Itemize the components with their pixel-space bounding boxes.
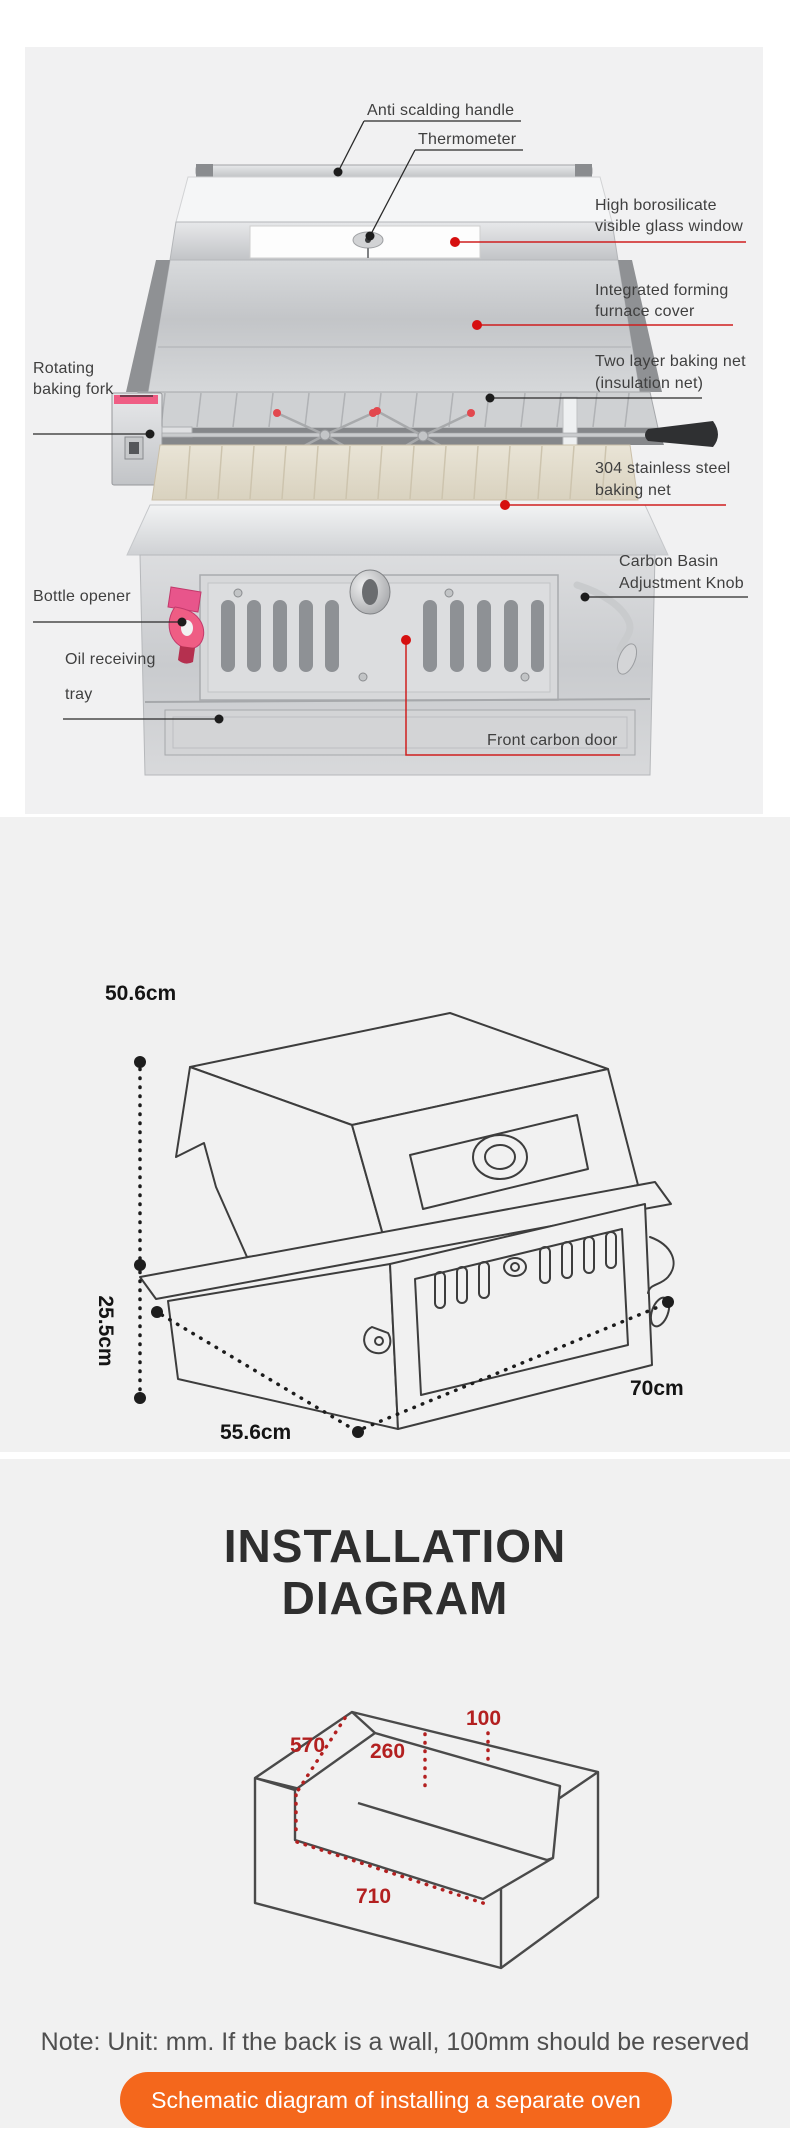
dot-anti-scalding bbox=[333, 167, 343, 177]
fork-hub-1 bbox=[319, 429, 331, 441]
installation-dimension-lines bbox=[294, 1716, 490, 1906]
dimension-lines bbox=[134, 1056, 674, 1438]
anti-scalding-handle-bar bbox=[195, 164, 593, 178]
label-304-net-2: baking net bbox=[595, 482, 671, 499]
door-knob-inner bbox=[362, 579, 378, 605]
label-front-carbon-door: Front carbon door bbox=[487, 732, 618, 749]
basin-rim bbox=[126, 504, 669, 556]
dimension-diagram-section: 50.6cm 25.5cm 55.6cm 70cm bbox=[0, 817, 790, 1452]
baking-net-slats bbox=[185, 445, 607, 500]
carbon-basin-crank bbox=[573, 581, 634, 653]
motor-socket-inner bbox=[129, 442, 139, 454]
dot-rotating-fork bbox=[145, 429, 155, 439]
two-layer-net-slats bbox=[160, 392, 630, 428]
label-glass-window-1: High borosilicate bbox=[595, 197, 717, 214]
label-carbon-basin-1: Carbon Basin bbox=[619, 553, 718, 570]
fork-hub-2 bbox=[417, 430, 429, 442]
label-furnace-cover-1: Integrated forming bbox=[595, 282, 728, 299]
dot-oil-tray bbox=[214, 714, 224, 724]
annotation-leaders bbox=[33, 120, 748, 756]
grill-illustration bbox=[111, 164, 718, 776]
door-vents bbox=[221, 600, 544, 672]
label-304-net-1: 304 stainless steel bbox=[595, 460, 730, 477]
lineart-crank bbox=[647, 1236, 675, 1294]
installation-section: INSTALLATION DIAGRAM 570 260 100 710 bbox=[0, 1459, 790, 2128]
dim-width: 70cm bbox=[630, 1377, 684, 1400]
lid-side-left bbox=[126, 260, 170, 392]
label-bottle-opener: Bottle opener bbox=[33, 588, 131, 605]
tray-inner-line bbox=[172, 716, 628, 749]
dot-bottle-opener bbox=[177, 617, 187, 627]
dot-furnace-cover bbox=[472, 320, 482, 330]
label-carbon-basin-2: Adjustment Knob bbox=[619, 575, 744, 592]
separate-oven-button[interactable]: Schematic diagram of installing a separa… bbox=[120, 2072, 672, 2128]
tray-divider bbox=[144, 698, 651, 703]
installation-title-1: INSTALLATION bbox=[224, 1520, 566, 1572]
dim-total-height: 50.6cm bbox=[105, 982, 176, 1005]
lid-top-surface bbox=[175, 176, 613, 223]
motor-label-sticker bbox=[114, 395, 158, 404]
door-screws bbox=[233, 588, 530, 682]
dimension-diagram: 50.6cm 25.5cm 55.6cm 70cm bbox=[94, 982, 684, 1444]
dot-thermometer bbox=[365, 231, 375, 241]
label-rotating-fork-1: Rotating bbox=[33, 360, 94, 377]
installation-diagram: INSTALLATION DIAGRAM 570 260 100 710 bbox=[41, 1520, 750, 2056]
cutout-box bbox=[253, 1710, 600, 1970]
rotisserie-handle bbox=[645, 421, 718, 447]
installation-note: Note: Unit: mm. If the back is a wall, 1… bbox=[41, 2028, 750, 2056]
lineart-bottle-opener bbox=[363, 1326, 392, 1355]
rotisserie-rod bbox=[161, 432, 649, 438]
install-dim-depth: 570 bbox=[290, 1734, 325, 1757]
lid-side-right bbox=[618, 260, 662, 392]
lineart-vents bbox=[434, 1231, 617, 1309]
handle-bracket-left bbox=[196, 164, 213, 179]
install-dim-gap: 100 bbox=[466, 1707, 501, 1730]
handle-bracket-right bbox=[575, 164, 592, 179]
dim-inset-depth: 25.5cm bbox=[94, 1295, 117, 1366]
label-oil-tray-1: Oil receiving bbox=[65, 651, 156, 668]
installation-title-2: DIAGRAM bbox=[282, 1572, 509, 1624]
dim-depth: 55.6cm bbox=[220, 1421, 291, 1444]
label-two-layer-net-2: (insulation net) bbox=[595, 375, 703, 392]
label-rotating-fork-2: baking fork bbox=[33, 381, 114, 398]
crank-grip bbox=[616, 643, 638, 675]
install-dim-width: 710 bbox=[356, 1885, 391, 1908]
label-furnace-cover-2: furnace cover bbox=[595, 303, 695, 320]
product-photo-card: Anti scalding handle Thermometer High bo… bbox=[25, 47, 763, 814]
dot-glass-window bbox=[450, 237, 460, 247]
label-oil-tray-2: tray bbox=[65, 686, 92, 703]
dot-front-door bbox=[401, 635, 411, 645]
dot-carbon-basin bbox=[580, 592, 590, 602]
dot-two-layer-net bbox=[485, 393, 495, 403]
label-glass-window-2: visible glass window bbox=[595, 218, 743, 235]
dot-304-net bbox=[500, 500, 510, 510]
install-dim-height: 260 bbox=[370, 1740, 405, 1763]
furnace-cover-panel bbox=[147, 259, 641, 393]
grill-photo-illustration: Anti scalding handle Thermometer High bo… bbox=[33, 102, 748, 776]
label-thermometer: Thermometer bbox=[418, 131, 517, 148]
baking-net-304 bbox=[151, 444, 639, 501]
label-two-layer-net-1: Two layer baking net bbox=[595, 353, 746, 370]
label-anti-scalding-handle: Anti scalding handle bbox=[367, 102, 514, 119]
grill-lineart bbox=[139, 1012, 675, 1430]
